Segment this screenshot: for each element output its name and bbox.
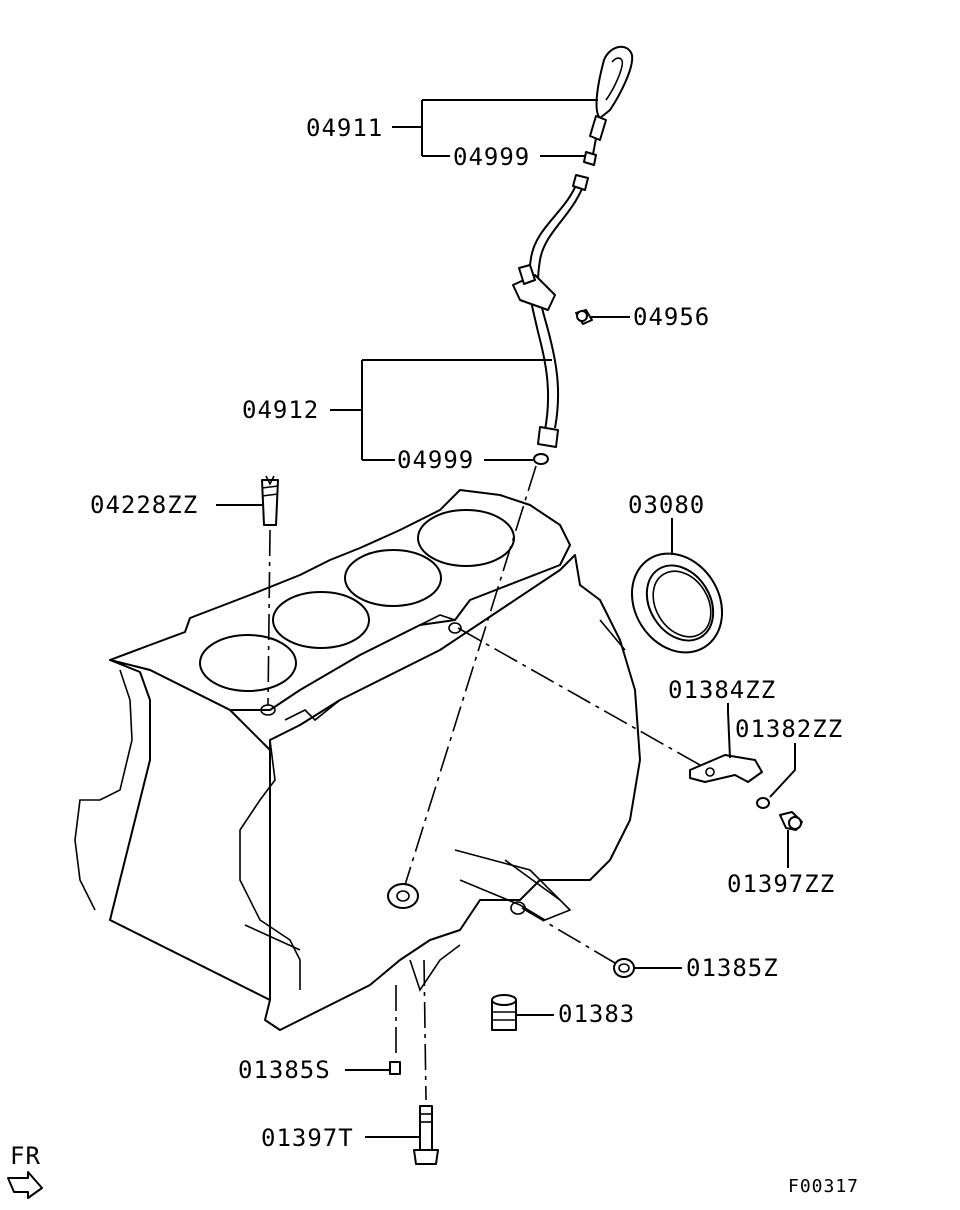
dowel-pin-icon (491, 994, 517, 1031)
part-label-04912[interactable]: 04912 (242, 396, 319, 424)
washer-icon (756, 797, 770, 809)
leader-lines (216, 99, 796, 1138)
front-arrow-icon (7, 1171, 43, 1199)
part-label-03080[interactable]: 03080 (628, 491, 705, 519)
part-label-01397t[interactable]: 01397T (261, 1124, 354, 1152)
front-label: FR (10, 1142, 41, 1170)
part-label-01384zz[interactable]: 01384ZZ (668, 676, 776, 704)
bracket-icon (689, 711, 763, 783)
part-label-01397zz[interactable]: 01397ZZ (727, 870, 835, 898)
bolt-01397zz-icon (779, 811, 803, 831)
front-direction-indicator: FR (7, 1142, 43, 1199)
oil-level-gauge-guide (512, 174, 589, 465)
bolt-04956-icon (575, 309, 593, 325)
part-label-01383[interactable]: 01383 (558, 1000, 635, 1028)
part-label-04999-upper[interactable]: 04999 (453, 143, 530, 171)
part-label-04999-lower[interactable]: 04999 (397, 446, 474, 474)
part-label-04911[interactable]: 04911 (306, 114, 383, 142)
drawing-code: F00317 (788, 1176, 859, 1197)
small-plug-icon (389, 1061, 401, 1075)
assembly-lines (267, 465, 701, 1101)
part-label-01385z[interactable]: 01385Z (686, 954, 779, 982)
plug-icon (613, 958, 635, 978)
oil-level-gauge (583, 45, 634, 166)
part-label-04228zz[interactable]: 04228ZZ (90, 491, 198, 519)
stud-bolt-icon (261, 475, 279, 526)
bolt-01397t-icon (413, 1105, 439, 1165)
part-label-04956[interactable]: 04956 (633, 303, 710, 331)
part-label-01382zz[interactable]: 01382ZZ (735, 715, 843, 743)
part-label-01385s[interactable]: 01385S (238, 1056, 331, 1084)
oil-seal-icon (630, 552, 724, 654)
engine-block (74, 489, 641, 1031)
